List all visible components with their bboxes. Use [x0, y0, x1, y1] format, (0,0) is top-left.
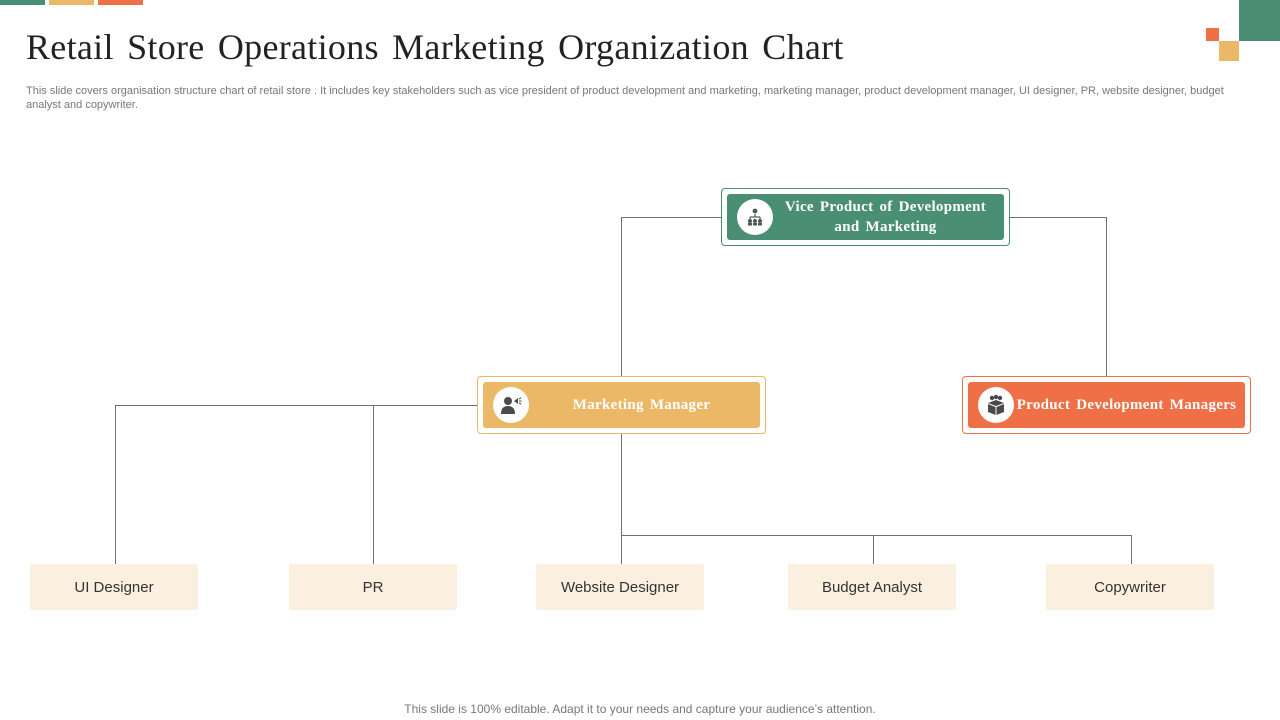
connector-top-to-product	[1106, 217, 1107, 377]
marketing-manager-box: Marketing Manager	[477, 376, 766, 434]
connector-to-ui-designer	[115, 405, 116, 564]
product-development-box: Product Development Managers	[962, 376, 1251, 434]
hierarchy-icon	[737, 199, 773, 235]
accent-bar-orange	[98, 0, 143, 5]
accent-bar-yellow	[49, 0, 94, 5]
connector-to-pr	[373, 405, 374, 564]
corner-square-yellow	[1219, 41, 1239, 61]
corner-square-orange	[1206, 28, 1219, 41]
leaf-budget-analyst: Budget Analyst	[788, 564, 956, 610]
slide-subtitle: This slide covers organisation structure…	[26, 85, 1224, 111]
vp-label: Vice Product of Development and Marketin…	[784, 199, 987, 235]
marketing-manager-label: Marketing Manager	[572, 397, 711, 413]
leaf-pr: PR	[289, 564, 457, 610]
corner-square-green	[1239, 0, 1280, 41]
slide-footer: This slide is 100% editable. Adapt it to…	[404, 702, 876, 716]
connector-top-left	[621, 217, 722, 218]
slide-title: Retail Store Operations Marketing Organi…	[26, 27, 844, 67]
leaf-website-designer: Website Designer	[536, 564, 704, 610]
product-box-icon	[978, 387, 1014, 423]
vp-box: Vice Product of Development and Marketin…	[721, 188, 1010, 246]
connector-to-copywriter	[1131, 535, 1132, 564]
marketing-speaker-icon	[493, 387, 529, 423]
leaf-ui-designer: UI Designer	[30, 564, 198, 610]
accent-bar-green	[0, 0, 45, 5]
connector-marketing-bottom	[621, 535, 1132, 536]
product-development-label: Product Development Managers	[1016, 397, 1237, 413]
connector-marketing-down	[621, 434, 622, 564]
connector-to-budget-analyst	[873, 535, 874, 564]
connector-marketing-left	[115, 405, 478, 406]
leaf-copywriter: Copywriter	[1046, 564, 1214, 610]
connector-top-right	[1009, 217, 1107, 218]
connector-top-to-marketing	[621, 217, 622, 377]
